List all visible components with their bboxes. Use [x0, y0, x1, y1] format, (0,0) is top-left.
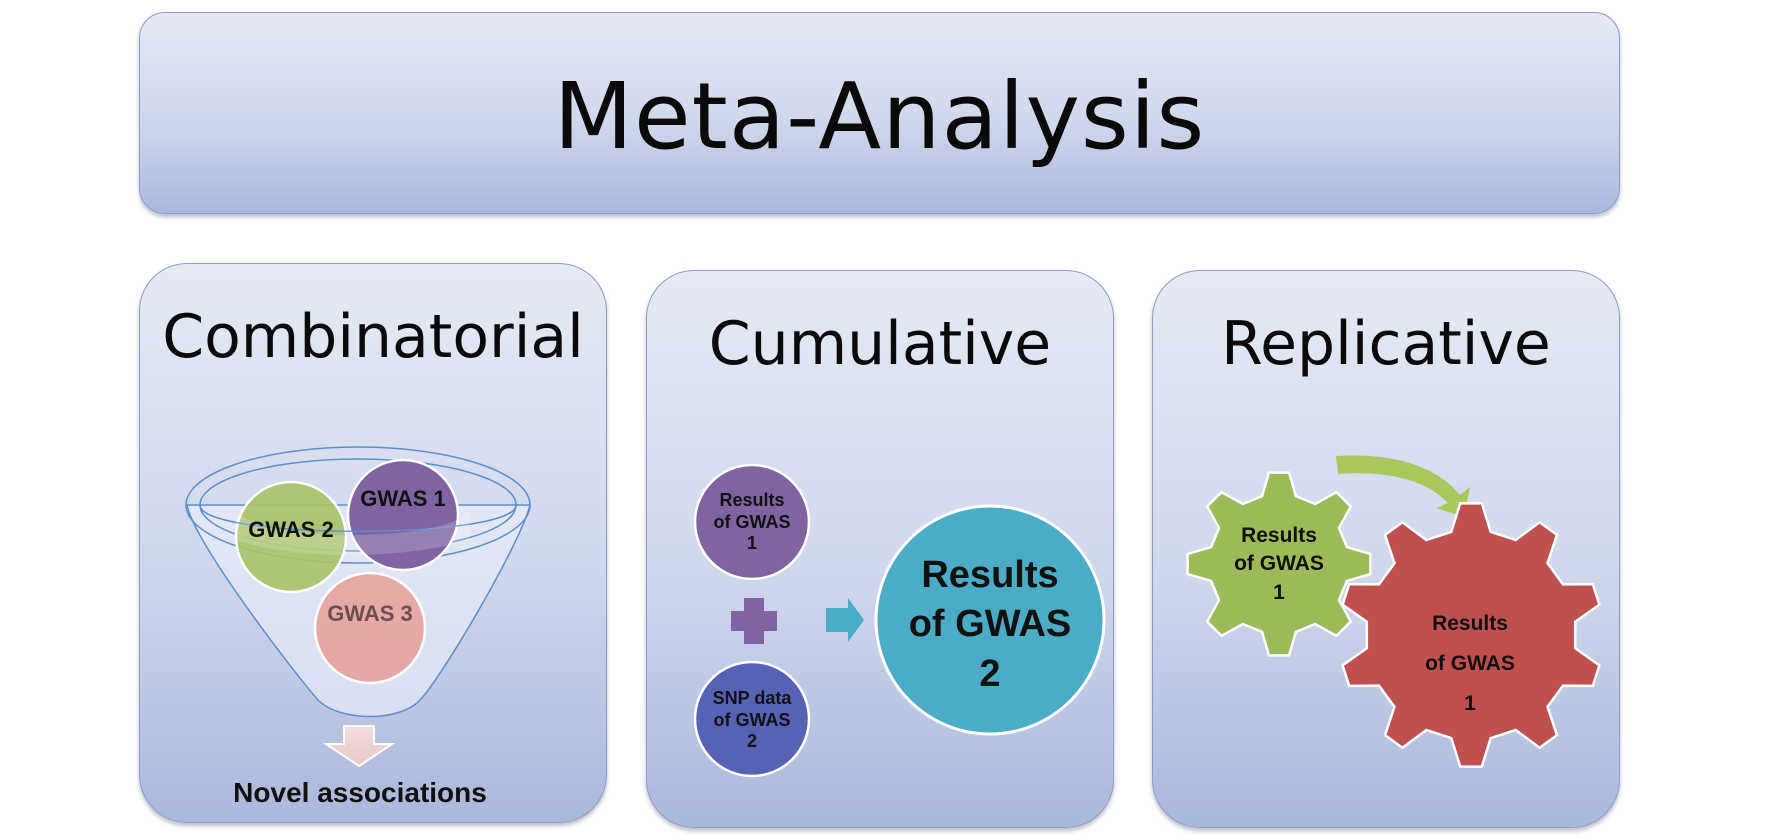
cumulative-title: Cumulative	[708, 309, 1052, 379]
snp-data-label: SNP data of GWAS 2	[712, 688, 792, 752]
small-gear-icon	[1186, 471, 1372, 657]
novel-associations-label: Novel associations	[233, 777, 487, 808]
results-gwas2-circle	[874, 504, 1106, 736]
gwas2-circle	[234, 480, 348, 594]
gwas1-circle	[346, 458, 460, 572]
gwas3-circle	[313, 571, 427, 685]
large-gear-icon	[1341, 502, 1601, 768]
results-gwas1-label: Results of GWAS 1	[713, 490, 791, 554]
gwas2-label: GWAS 2	[248, 517, 334, 542]
gear-large-label: Results of GWAS 1	[1425, 612, 1515, 715]
curved-arrow-icon	[1336, 455, 1470, 517]
page-title: Meta-Analysis	[553, 63, 1206, 170]
gwas1-label: GWAS 1	[360, 486, 446, 511]
gwas3-label: GWAS 3	[327, 601, 413, 626]
replicative-title: Replicative	[1221, 309, 1551, 379]
gear-small-label: Results of GWAS 1	[1234, 524, 1324, 604]
snp-data-circle	[693, 660, 811, 778]
right-arrow-icon	[826, 598, 864, 642]
title-banner: Meta-Analysis	[139, 12, 1620, 214]
results-gwas2-label: Results of GWAS 2	[908, 554, 1072, 695]
down-arrow-icon	[322, 725, 396, 768]
combinatorial-title: Combinatorial	[162, 302, 584, 372]
results-gwas1-circle	[693, 463, 811, 581]
plus-icon	[731, 598, 777, 644]
